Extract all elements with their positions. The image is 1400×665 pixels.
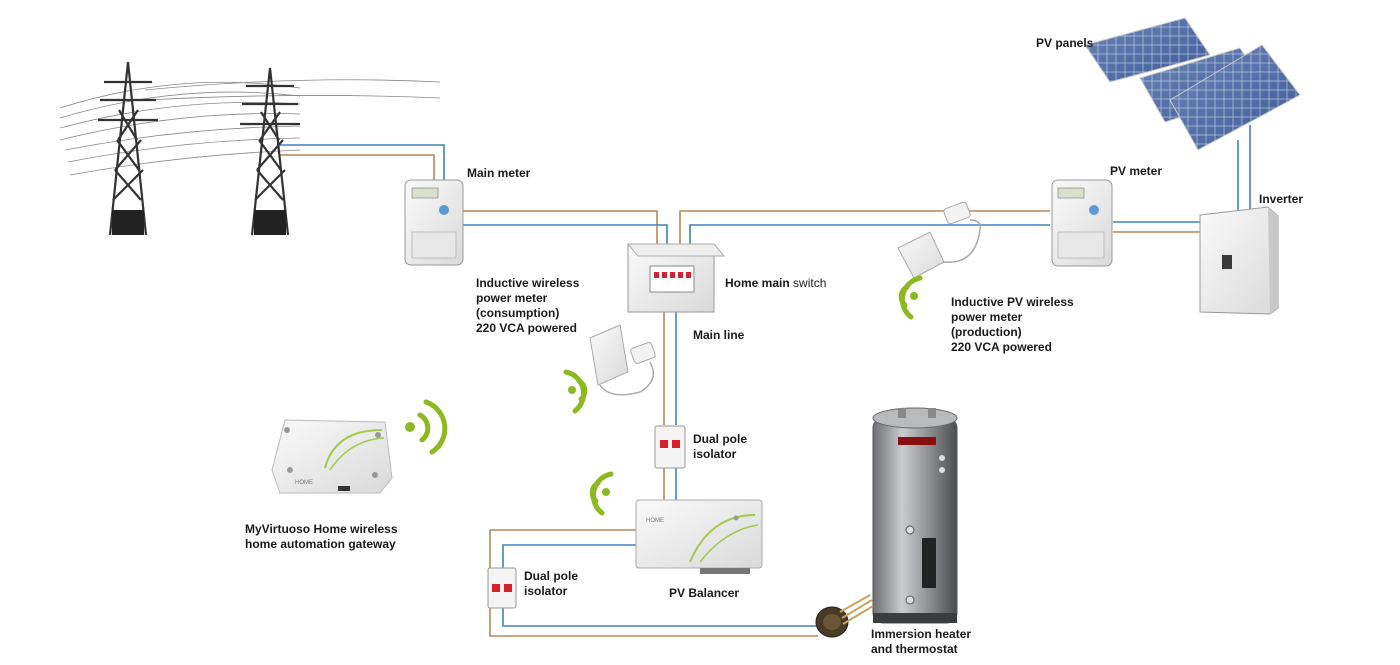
label-pv-panels: PV panels [1036,36,1094,50]
balancer-logo: HOME [646,518,664,524]
power-pylons [59,61,441,236]
label-isolator-1-line1: Dual pole [693,432,748,446]
live-wire-grid [280,154,435,185]
label-home-main-switch: Home main switch [725,276,826,291]
label-inductive-pv: Inductive PV wireless power meter (produ… [951,295,1074,355]
label-gateway-line1: MyVirtuoso Home wireless [245,522,398,536]
pylon-left [98,61,158,236]
pv-balancer: HOME [635,499,763,574]
wifi-icon-balancer [589,471,614,516]
label-pv-meter: PV meter [1110,164,1163,178]
wifi-icon-consumption [563,369,588,414]
main-meter [404,179,464,266]
inverter [1199,206,1279,315]
label-immersion-heater: Immersion heater and thermostat [871,627,971,657]
home-automation-gateway: HOME [271,419,393,494]
immersion-heater-element [815,594,874,638]
dual-pole-isolator-1 [654,425,686,469]
label-dual-pole-isolator-2: Dual pole isolator [524,569,578,599]
label-immersion-line1: Immersion heater [871,627,972,641]
live-wire-pv-switch [679,210,1050,250]
neutral-wire-pv-switch [689,224,1050,250]
label-dual-pole-isolator-1: Dual pole isolator [693,432,747,462]
label-inductive-pv-line3: (production) [951,325,1022,339]
label-gateway: MyVirtuoso Home wireless home automation… [245,522,398,552]
water-heater-tank [872,407,958,624]
label-inductive-consumption-line3: (consumption) [476,306,560,320]
label-home-main: Home main [725,276,790,290]
neutral-balancer-heater [502,544,636,568]
label-gateway-line2: home automation gateway [245,537,396,551]
wireless-signals [405,275,923,516]
pv-panels [1084,17,1301,151]
label-inductive-pv-line1: Inductive PV wireless [951,295,1074,309]
label-isolator-1-line2: isolator [693,447,737,461]
inductive-pv-meter [897,201,982,279]
label-isolator-2-line1: Dual pole [524,569,579,583]
label-inductive-consumption-line1: Inductive wireless [476,276,580,290]
label-inductive-consumption-line2: power meter [476,291,548,305]
label-main-line: Main line [693,328,745,342]
label-switch: switch [793,276,827,290]
label-isolator-2-line2: isolator [524,584,568,598]
wifi-icon-pv [898,275,923,320]
label-main-meter: Main meter [467,166,531,180]
label-inductive-consumption-line4: 220 VCA powered [476,321,577,335]
neutral-isolator-heater [502,606,818,627]
pv-meter [1051,179,1113,267]
label-inverter: Inverter [1259,192,1304,206]
wiring [280,125,1251,637]
dual-pole-isolator-2 [487,567,517,609]
inductive-consumption-meter [589,324,656,396]
neutral-wire-grid [280,144,445,185]
label-pv-balancer: PV Balancer [669,586,740,600]
label-immersion-line2: and thermostat [871,642,958,656]
pylon-right [240,67,300,236]
live-wire-meter-switch [460,210,658,250]
label-inductive-consumption: Inductive wireless power meter (consumpt… [476,276,579,336]
home-main-switch [626,243,726,313]
neutral-wire-meter-switch [460,224,668,250]
wifi-icon-gateway [405,399,448,455]
gateway-logo: HOME [295,480,313,486]
label-inductive-pv-line4: 220 VCA powered [951,340,1052,354]
label-inductive-pv-line2: power meter [951,310,1023,324]
